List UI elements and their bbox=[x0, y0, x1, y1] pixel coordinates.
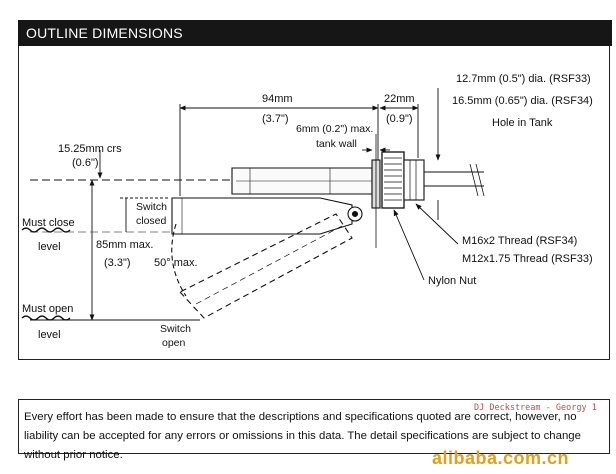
must-open-label-2: level bbox=[38, 329, 61, 341]
must-open-label-1: Must open bbox=[22, 303, 73, 315]
header-bar: OUTLINE DIMENSIONS bbox=[18, 20, 612, 46]
tank-wall-max-label: 6mm (0.2") max. bbox=[296, 123, 373, 135]
water-level-marks bbox=[21, 227, 71, 321]
drawing-frame bbox=[18, 46, 610, 360]
nut-length-inch-label: (0.9") bbox=[386, 113, 413, 125]
length-label: 94mm bbox=[262, 93, 293, 105]
crs-label: 15.25mm crs bbox=[58, 143, 122, 155]
hole-in-tank-label: Hole in Tank bbox=[492, 117, 553, 129]
thread-rsf34-label: M16x2 Thread (RSF34) bbox=[462, 235, 577, 247]
drop-max-inch-label: (3.3") bbox=[104, 257, 131, 269]
dimension-lines bbox=[30, 88, 459, 321]
switch-closed-label-2: closed bbox=[136, 215, 167, 227]
disclaimer-text: Every effort has been made to ensure tha… bbox=[24, 411, 581, 461]
nylon-nut-label: Nylon Nut bbox=[428, 275, 476, 287]
page-title: OUTLINE DIMENSIONS bbox=[26, 25, 183, 41]
must-close-label-1: Must close bbox=[22, 217, 75, 229]
drop-max-label: 85mm max. bbox=[96, 239, 153, 251]
hole-rsf33-label: 12.7mm (0.5") dia. (RSF33) bbox=[456, 73, 591, 85]
angle-max-label: 50° max. bbox=[154, 257, 198, 269]
nut-length-label: 22mm bbox=[384, 93, 415, 105]
switch-closed-label-1: Switch bbox=[136, 201, 167, 213]
watermark-large: alibaba.com.cn bbox=[432, 448, 570, 468]
switch-open-label-2: open bbox=[162, 337, 186, 349]
tank-wall-and-nut bbox=[371, 134, 485, 248]
hole-rsf34-label: 16.5mm (0.65") dia. (RSF34) bbox=[452, 95, 593, 107]
tank-wall-label: tank wall bbox=[316, 138, 357, 150]
float-switch-body bbox=[171, 167, 373, 319]
switch-open-label-1: Switch bbox=[160, 323, 191, 335]
length-inch-label: (3.7") bbox=[262, 113, 289, 125]
watermark-small: DJ Deckstream - Georgy 1 bbox=[474, 403, 597, 413]
thread-rsf33-label: M12x1.75 Thread (RSF33) bbox=[462, 253, 593, 265]
crs-inch-label: (0.6") bbox=[72, 157, 99, 169]
disclaimer-box: Every effort has been made to ensure tha… bbox=[18, 399, 610, 461]
must-close-label-2: level bbox=[38, 241, 61, 253]
